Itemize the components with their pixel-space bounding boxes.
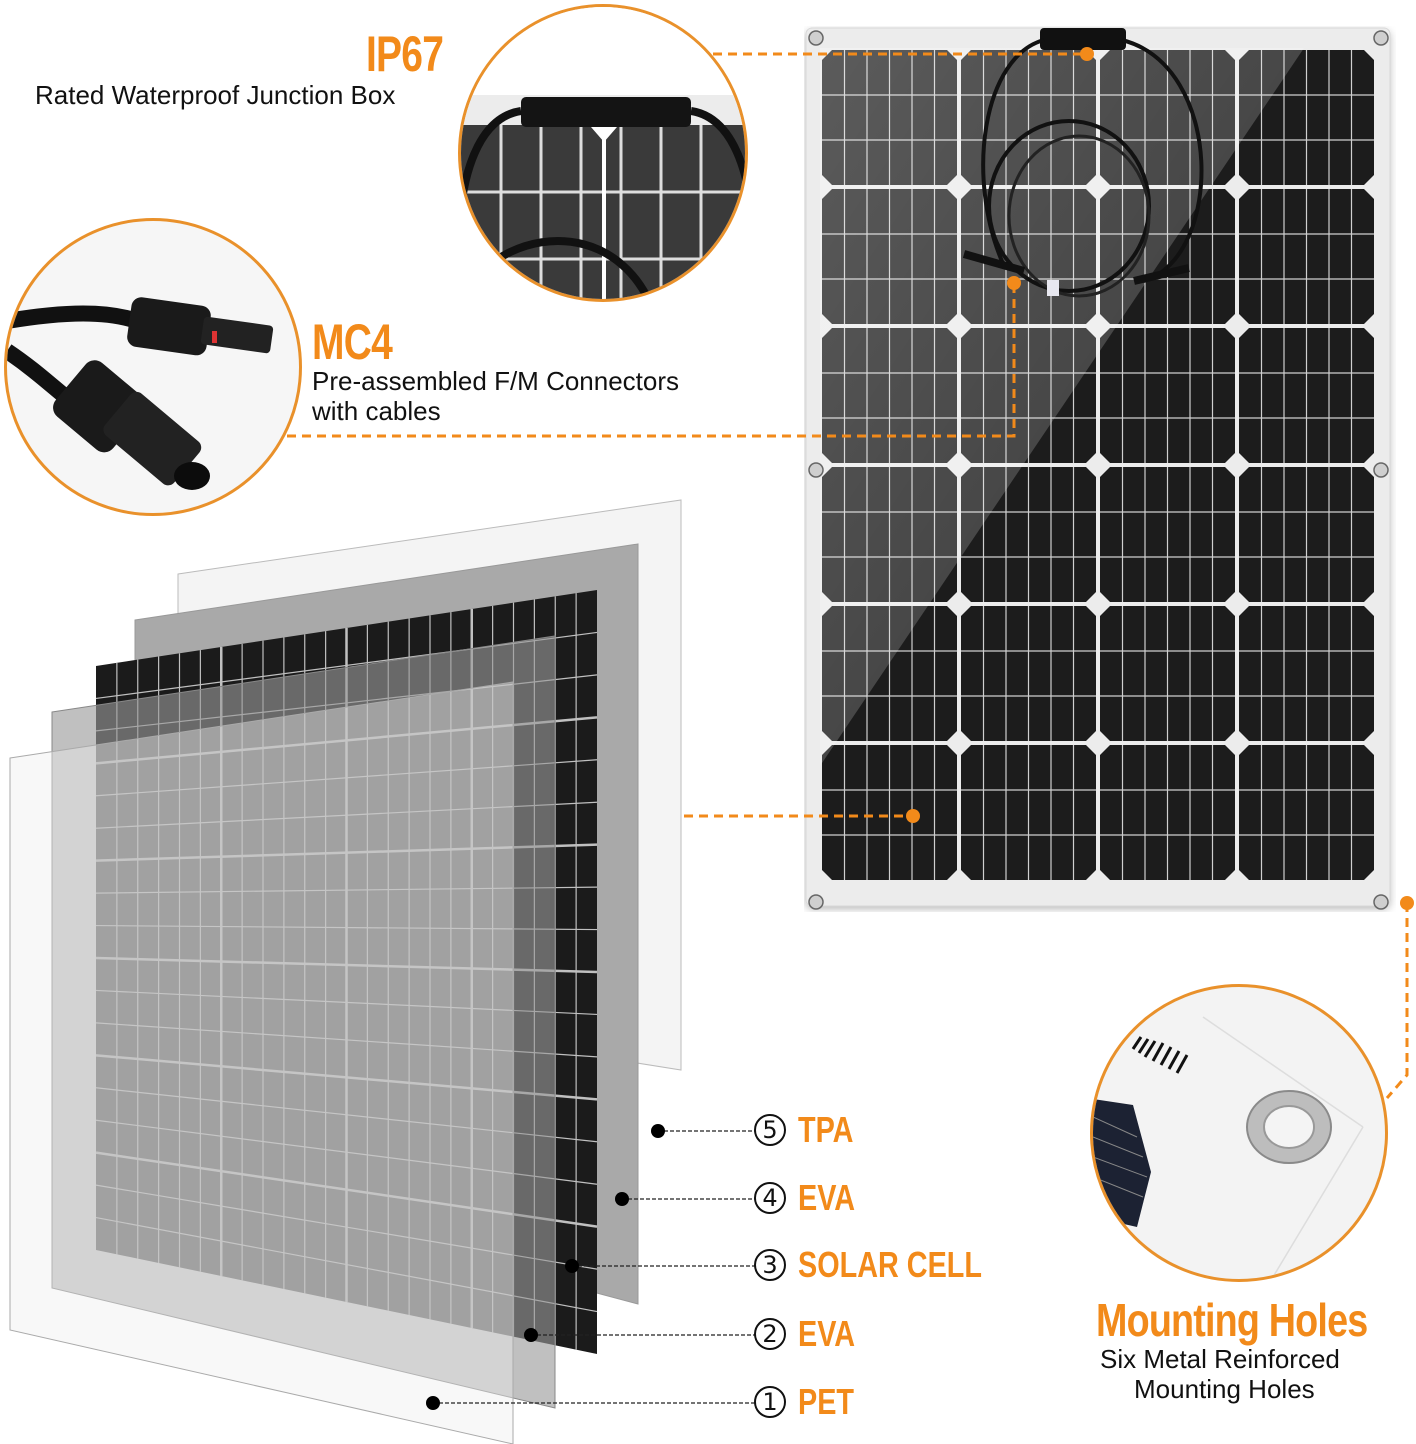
layer-label-solar-cell: 3 SOLAR CELL bbox=[754, 1244, 1028, 1285]
junction-box-description: Rated Waterproof Junction Box bbox=[35, 80, 396, 110]
mounting-holes-description-line2: Mounting Holes bbox=[1134, 1374, 1315, 1404]
layer-name: TPA bbox=[798, 1109, 854, 1150]
layer-pet-sheet bbox=[9, 681, 514, 1444]
mc4-description-line1: Pre-assembled F/M Connectors bbox=[312, 366, 680, 396]
layer-number-badge: 4 bbox=[754, 1182, 786, 1214]
layer-name: SOLAR CELL bbox=[798, 1244, 982, 1285]
mounting-holes-title: Mounting Holes bbox=[1096, 1294, 1368, 1346]
layer-name: PET bbox=[798, 1381, 855, 1422]
layer-eva-front-sheet bbox=[51, 635, 556, 1409]
layer-number-badge: 5 bbox=[754, 1114, 786, 1146]
mc4-connector-detail-image bbox=[4, 218, 302, 516]
layer-label-pet: 1 PET bbox=[754, 1381, 868, 1422]
solar-panel-photo bbox=[804, 26, 1396, 912]
mc4-title: MC4 bbox=[312, 314, 393, 370]
layer-number-badge: 2 bbox=[754, 1318, 786, 1350]
layer-label-eva-2: 2 EVA bbox=[754, 1313, 869, 1354]
layer-name: EVA bbox=[798, 1313, 856, 1354]
layer-number-badge: 1 bbox=[754, 1386, 786, 1418]
layer-stack-diagram bbox=[0, 490, 700, 1444]
layer-number-badge: 3 bbox=[754, 1249, 786, 1281]
layer-label-eva-4: 4 EVA bbox=[754, 1177, 869, 1218]
mounting-hole-detail-image bbox=[1090, 984, 1388, 1282]
mounting-holes-description-line1: Six Metal Reinforced bbox=[1100, 1344, 1340, 1374]
layer-label-tpa: 5 TPA bbox=[754, 1109, 867, 1150]
junction-box-title: IP67 bbox=[366, 26, 444, 82]
mc4-description-line2: with cables bbox=[312, 396, 441, 426]
layer-name: EVA bbox=[798, 1177, 856, 1218]
